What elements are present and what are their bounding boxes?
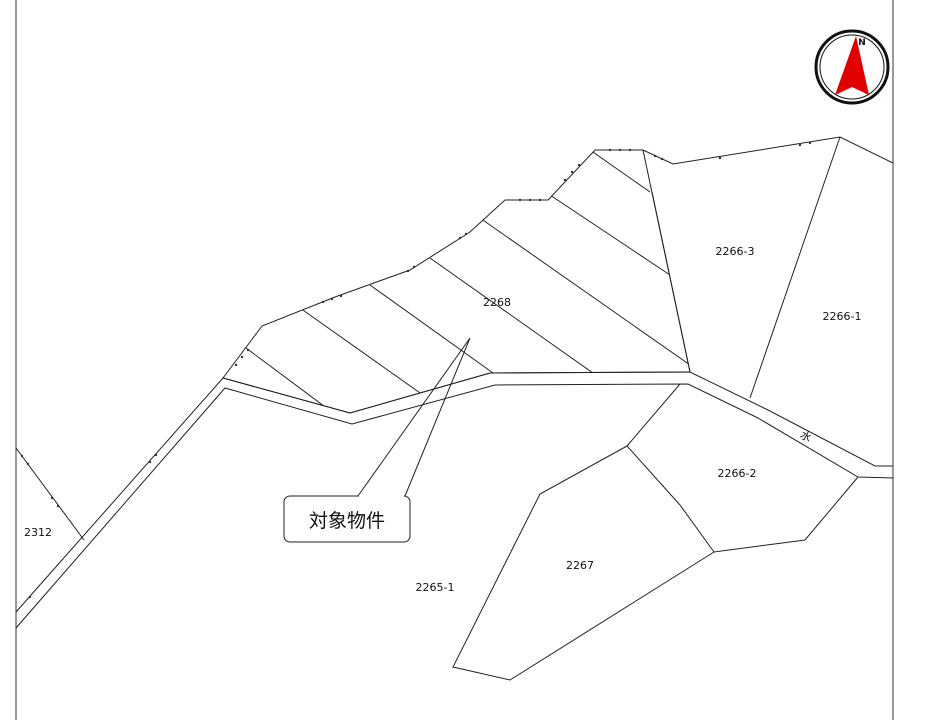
- lot-label-2312: 2312: [24, 526, 52, 539]
- lot-label-2265-1: 2265-1: [416, 581, 455, 594]
- parcel-2266-upper-boundary: [642, 136, 894, 165]
- lot-label-2266-3: 2266-3: [716, 245, 755, 258]
- parcel-2266-divider: [749, 136, 841, 399]
- parcel-2268-outline[interactable]: [222, 149, 691, 414]
- lot-label-2266-2: 2266-2: [718, 467, 757, 480]
- parcel-2266-3-west-boundary: [651, 191, 691, 373]
- parcel-2266-2-boundary: [626, 383, 859, 553]
- waterway-lower-edge: [15, 383, 894, 629]
- boundary-markers: [20, 141, 812, 599]
- waterway-upper-edge: [15, 371, 893, 613]
- callout-box[interactable]: [283, 495, 411, 543]
- parcel-2267-boundary: [452, 445, 715, 681]
- lot-label-2267: 2267: [566, 559, 594, 572]
- callout-label: 対象物件: [309, 510, 385, 532]
- lot-label-2266-1: 2266-1: [823, 310, 862, 323]
- parcel-2268-hatching: [241, 150, 690, 413]
- waterway-label: 水: [798, 428, 814, 445]
- callout-pointer: [357, 337, 471, 497]
- lot-label-2268: 2268: [483, 296, 511, 309]
- north-arrow-icon: N: [814, 29, 890, 105]
- svg-text:N: N: [858, 38, 866, 48]
